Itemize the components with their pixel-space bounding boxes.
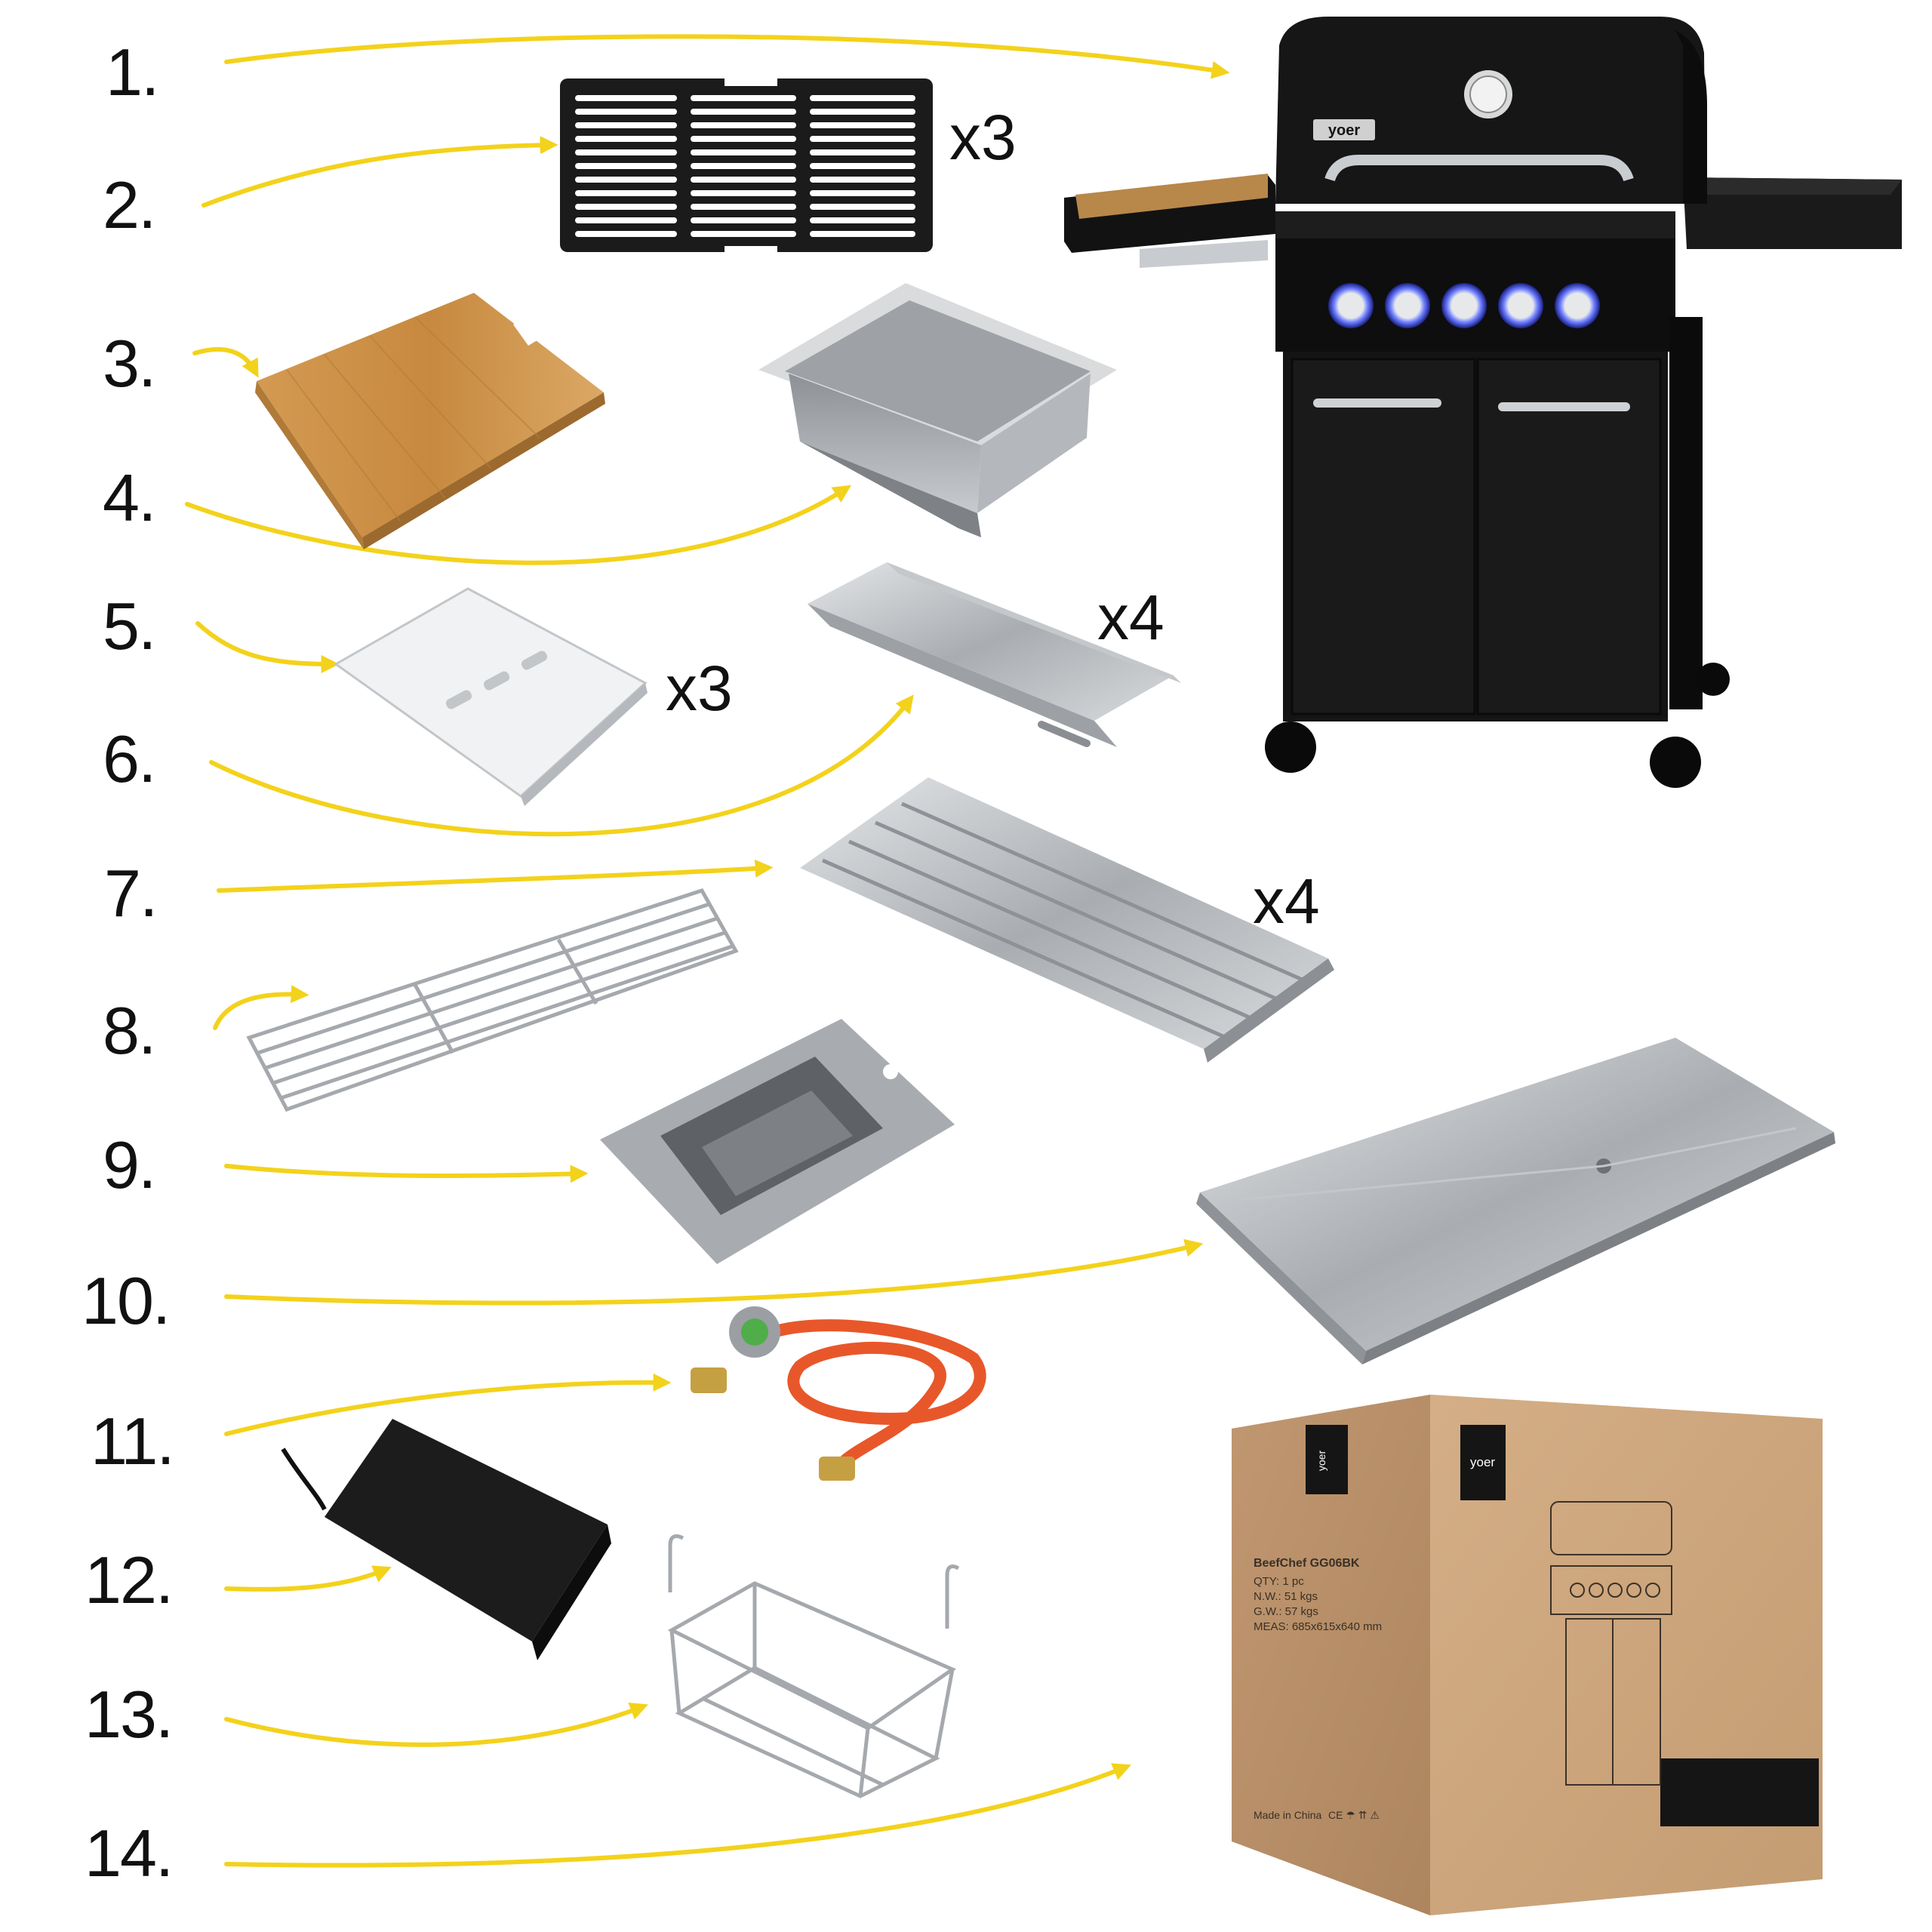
box-measurements: MEAS: 685x615x640 mm xyxy=(1254,1620,1383,1633)
item-number-6: 6. xyxy=(103,721,156,796)
arrow-5 xyxy=(195,621,340,673)
item-number-8: 8. xyxy=(103,993,156,1068)
box-origin: Made in China xyxy=(1254,1809,1322,1821)
callout-arrows xyxy=(185,34,1230,1868)
arrow-2 xyxy=(202,136,558,208)
item-number-13: 13. xyxy=(85,1677,174,1752)
steel-container xyxy=(758,283,1117,537)
arrow-12 xyxy=(224,1565,392,1592)
flame-tamer xyxy=(808,562,1181,747)
box-qty: QTY: 1 pc xyxy=(1254,1575,1304,1588)
arrow-13 xyxy=(224,1702,648,1747)
arrow-1 xyxy=(224,34,1230,79)
quantity-label-2: x3 xyxy=(949,102,1017,173)
bamboo-cutting-board xyxy=(255,293,605,549)
item-number-2: 2. xyxy=(103,168,156,242)
box-front-logo: yoer xyxy=(1470,1455,1496,1469)
battery-box xyxy=(281,1419,611,1660)
drip-tray xyxy=(1196,1038,1835,1364)
item-number-11: 11. xyxy=(91,1404,175,1478)
quantity-label-6: x4 xyxy=(1097,582,1164,653)
box-gross-weight: G.W.: 57 kgs xyxy=(1254,1605,1318,1618)
grill-logo: yoer xyxy=(1328,122,1360,139)
box-model-name: BeefChef GG06BK xyxy=(1254,1557,1360,1570)
grease-cup xyxy=(600,1019,955,1264)
gas-regulator-hose xyxy=(691,1306,986,1481)
box-side-logo-panel xyxy=(1306,1425,1348,1494)
arrow-14 xyxy=(224,1763,1131,1868)
box-net-weight: N.W.: 51 kgs xyxy=(1254,1590,1318,1603)
wire-basket xyxy=(667,1534,960,1798)
box-side-logo: yoer xyxy=(1315,1450,1328,1472)
arrow-7 xyxy=(217,859,774,893)
item-number-4: 4. xyxy=(103,460,156,535)
warming-rack xyxy=(246,888,739,1112)
item-number-12: 12. xyxy=(85,1543,174,1617)
gas-grill: yoer xyxy=(1064,17,1902,788)
item-number-7: 7. xyxy=(104,856,158,931)
shipping-box xyxy=(1232,1395,1823,1915)
control-knobs xyxy=(1328,283,1600,328)
item-number-3: 3. xyxy=(103,326,156,401)
box-grill-line-drawing xyxy=(1550,1501,1672,1786)
flavorizer-bars xyxy=(800,777,1334,1063)
arrow-4 xyxy=(185,485,852,565)
quantity-label-7: x4 xyxy=(1253,866,1320,937)
item-number-14: 14. xyxy=(85,1816,174,1890)
cast-iron-grate xyxy=(560,75,933,257)
quantity-label-5: x3 xyxy=(666,653,733,724)
burner-cover xyxy=(334,587,648,806)
item-number-10: 10. xyxy=(82,1263,171,1338)
arrow-8 xyxy=(213,985,309,1030)
item-number-9: 9. xyxy=(103,1128,156,1202)
arrow-9 xyxy=(224,1164,589,1183)
box-handling-marks: CE ☂ ⇈ ⚠ xyxy=(1328,1809,1380,1821)
box-front-logo-panel xyxy=(1460,1425,1506,1500)
arrow-3 xyxy=(192,346,259,378)
arrow-11 xyxy=(224,1373,672,1436)
item-number-5: 5. xyxy=(103,589,156,663)
arrow-6 xyxy=(209,694,914,837)
arrow-10 xyxy=(224,1238,1204,1306)
item-number-1: 1. xyxy=(106,35,159,109)
